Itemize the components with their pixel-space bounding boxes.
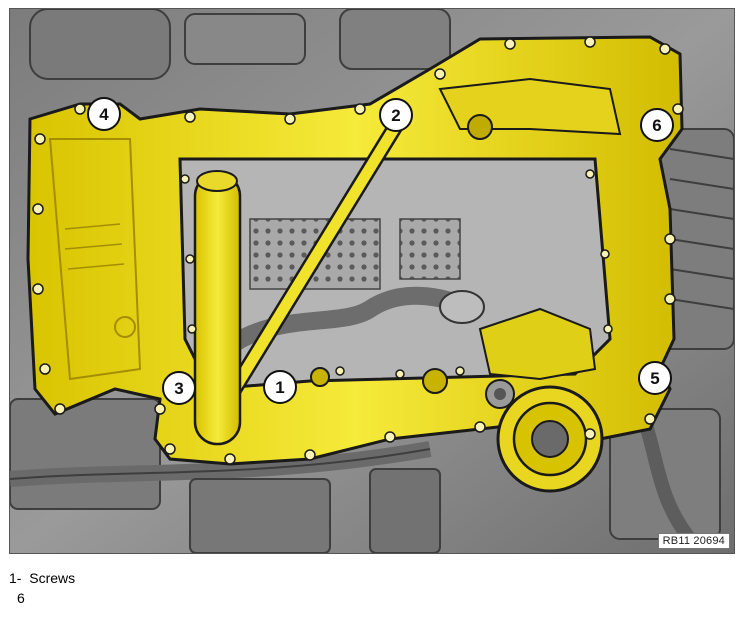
legend-item-number: 1-: [9, 570, 22, 586]
svg-text:6: 6: [652, 116, 661, 135]
callout-5: 5: [638, 361, 672, 395]
svg-text:3: 3: [174, 379, 183, 398]
legend-item: 1- Screws: [9, 568, 75, 588]
legend-item-text: Screws: [29, 570, 76, 586]
oil-pan-drawing: 1 2 3 4 5 6: [10, 9, 734, 553]
callout-3: 3: [162, 371, 196, 405]
legend-item: 6: [9, 588, 75, 608]
svg-text:1: 1: [275, 378, 284, 397]
callout-1: 1: [263, 370, 297, 404]
oil-filter-housing: [485, 379, 604, 493]
svg-text:2: 2: [391, 106, 400, 125]
engine-illustration: 1 2 3 4 5 6 RB11 20694: [9, 8, 735, 554]
svg-text:4: 4: [99, 105, 109, 124]
oil-pan-highlight: [26, 35, 684, 466]
figure-reference-number: RB11 20694: [657, 533, 730, 549]
callout-4: 4: [87, 97, 121, 131]
svg-text:5: 5: [650, 369, 659, 388]
legend-item-number: 6: [17, 590, 25, 606]
callout-2: 2: [379, 98, 413, 132]
callout-6: 6: [640, 108, 674, 142]
legend: 1- Screws 6: [9, 568, 75, 608]
screws: [32, 36, 684, 465]
